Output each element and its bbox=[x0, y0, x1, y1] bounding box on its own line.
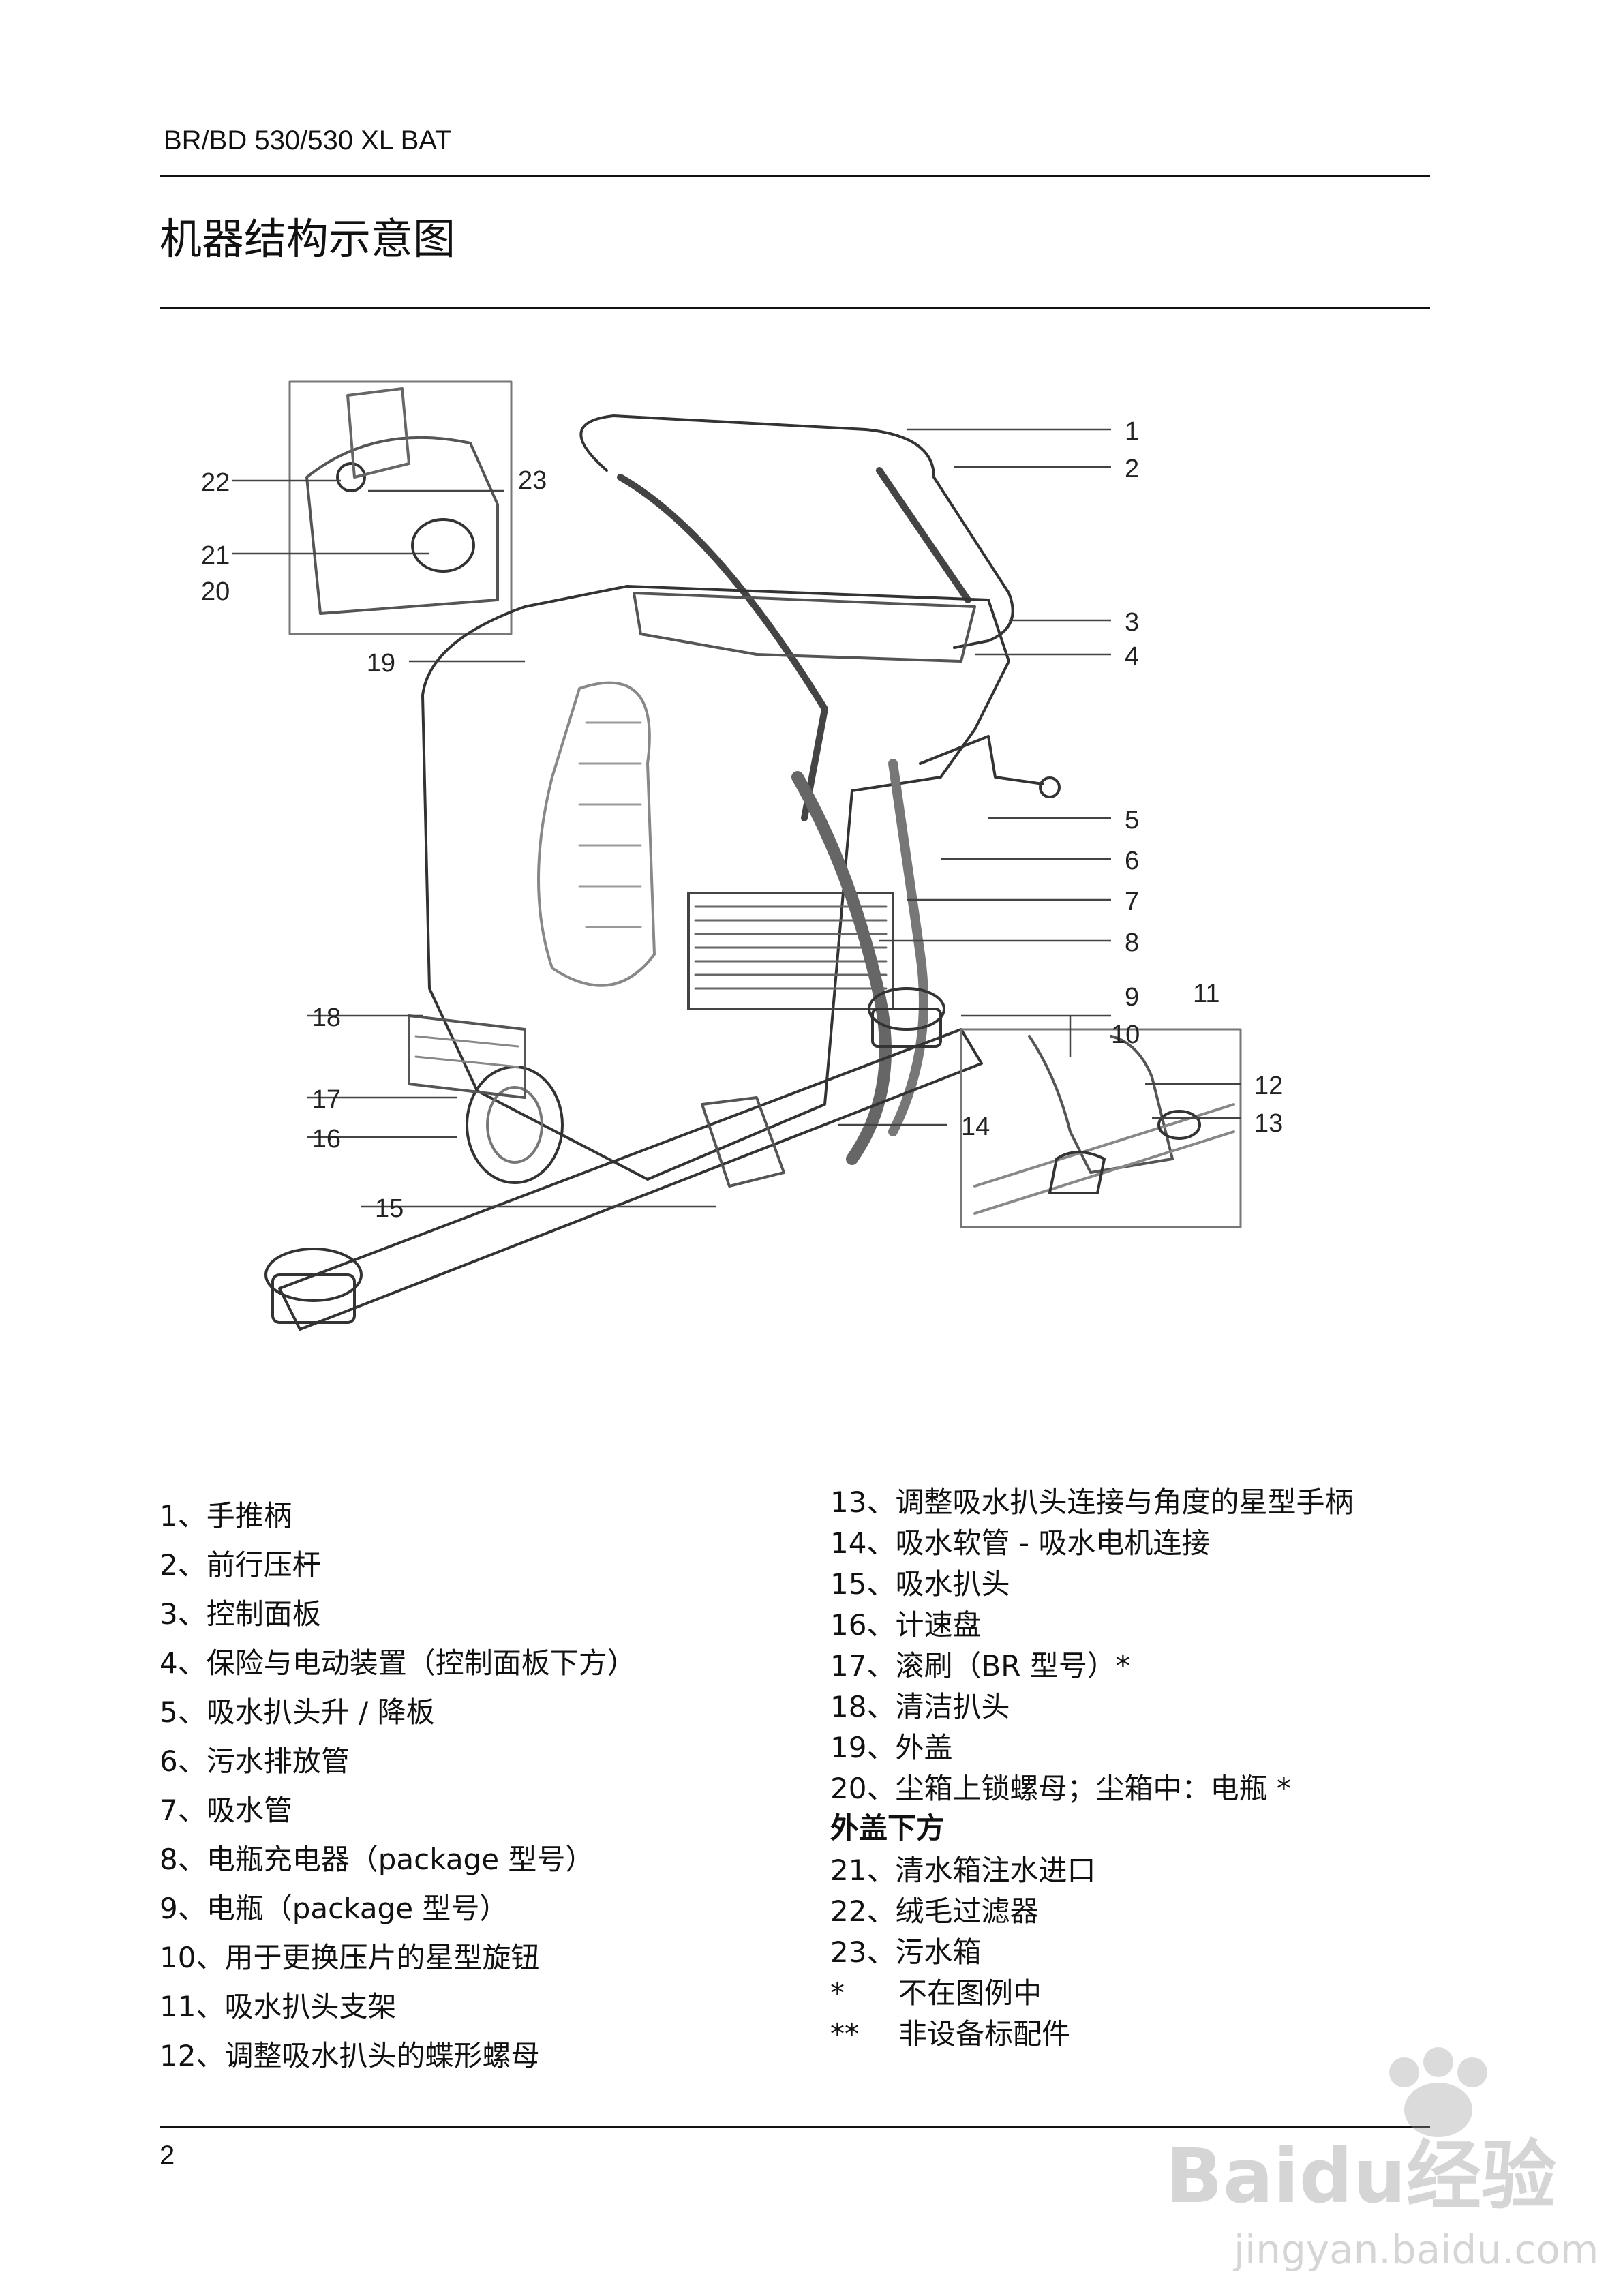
page-title: 机器结构示意图 bbox=[160, 214, 456, 264]
inset-squeegee-detail bbox=[960, 1028, 1242, 1228]
legend-item: 6、污水排放管 bbox=[160, 1744, 350, 1778]
fresh-water-inlet-part bbox=[411, 518, 475, 573]
callout-1: 1 bbox=[1125, 417, 1139, 446]
legend-item: 3、控制面板 bbox=[160, 1597, 321, 1631]
legend-item: 22、绒毛过滤器 bbox=[830, 1894, 1039, 1928]
legend-item: 15、吸水扒头 bbox=[830, 1567, 1010, 1601]
callout-8: 8 bbox=[1125, 928, 1139, 957]
legend-item: 18、清洁扒头 bbox=[830, 1690, 1010, 1723]
legend-item: 21、清水箱注水进口 bbox=[830, 1854, 1096, 1887]
callout-3: 3 bbox=[1125, 608, 1139, 637]
legend-right-column: 13、调整吸水扒头连接与角度的星型手柄 14、吸水软管 - 吸水电机连接 15、… bbox=[830, 1485, 1512, 2059]
header-model: BR/BD 530/530 XL BAT bbox=[164, 125, 452, 155]
legend-item: 11、吸水扒头支架 bbox=[160, 1990, 397, 2023]
page-number: 2 bbox=[160, 2141, 175, 2171]
callout-23: 23 bbox=[518, 466, 547, 495]
brush-head-part bbox=[408, 1014, 526, 1099]
legend-item: 20、尘箱上锁螺母；尘箱中：电瓶 * bbox=[830, 1772, 1291, 1805]
watermark-url: jingyan.baidu.com bbox=[1232, 2226, 1598, 2273]
legend-item: 13、调整吸水扒头连接与角度的星型手柄 bbox=[830, 1485, 1354, 1519]
callout-7: 7 bbox=[1125, 888, 1139, 916]
legend-item: 16、计速盘 bbox=[830, 1608, 982, 1642]
legend-item: 5、吸水扒头升 / 降板 bbox=[160, 1695, 435, 1729]
watermark-brand: Baidu经验 bbox=[1166, 2132, 1556, 2220]
callout-6: 6 bbox=[1125, 847, 1139, 875]
lift-crank-part bbox=[919, 735, 1044, 785]
callout-15: 15 bbox=[375, 1194, 404, 1223]
header-rule bbox=[160, 175, 1430, 177]
footer-rule bbox=[160, 2126, 1430, 2128]
callout-5: 5 bbox=[1125, 806, 1139, 834]
battery-charger-part bbox=[687, 892, 894, 1010]
legend-item: 17、滚刷（BR 型号）* bbox=[830, 1649, 1130, 1682]
callout-22: 22 bbox=[201, 468, 230, 497]
paw-icon bbox=[1389, 2047, 1487, 2137]
legend-item: 2、前行压杆 bbox=[160, 1548, 321, 1582]
squeegee-part bbox=[278, 1028, 983, 1331]
machine-structure-diagram: 1 2 3 4 5 6 7 8 9 10 11 12 13 14 15 16 1… bbox=[201, 380, 1283, 1331]
callout-13: 13 bbox=[1254, 1109, 1283, 1138]
inset-under-cover bbox=[288, 380, 513, 635]
machine-body-part bbox=[421, 585, 1010, 1181]
legend-left-column: 1、手推柄 2、前行压杆 3、控制面板 4、保险与电动装置（控制面板下方） 5、… bbox=[160, 1493, 841, 2072]
callout-9: 9 bbox=[1125, 983, 1139, 1012]
callout-21: 21 bbox=[201, 541, 230, 570]
callout-11: 11 bbox=[1193, 980, 1219, 1008]
callout-18: 18 bbox=[312, 1003, 341, 1032]
callout-20: 20 bbox=[201, 577, 230, 606]
legend-item: 12、调整吸水扒头的蝶形螺母 bbox=[160, 2039, 540, 2072]
callout-10: 10 bbox=[1111, 1021, 1140, 1049]
baidu-watermark: Baidu经验 jingyan.baidu.com bbox=[1166, 2047, 1598, 2273]
callout-4: 4 bbox=[1125, 642, 1139, 671]
legend-item: 9、电瓶（package 型号） bbox=[160, 1892, 509, 1925]
legend-item: 4、保险与电动装置（控制面板下方） bbox=[160, 1646, 636, 1680]
lint-filter-part bbox=[336, 462, 366, 492]
legend-item: 10、用于更换压片的星型旋钮 bbox=[160, 1941, 540, 1974]
legend-item: 19、外盖 bbox=[830, 1731, 953, 1764]
legend-subheading: 外盖下方 bbox=[830, 1811, 945, 1845]
title-rule bbox=[160, 307, 1430, 309]
legend-item: 1、手推柄 bbox=[160, 1499, 292, 1532]
callout-19: 19 bbox=[367, 649, 395, 678]
legend-note: *不在图例中 bbox=[830, 1976, 1042, 2010]
wheel-part bbox=[466, 1066, 564, 1184]
callout-17: 17 bbox=[312, 1085, 341, 1114]
legend-note: **非设备标配件 bbox=[830, 2017, 1071, 2051]
callout-14: 14 bbox=[961, 1113, 990, 1141]
callout-2: 2 bbox=[1125, 455, 1139, 483]
legend-item: 14、吸水软管 - 吸水电机连接 bbox=[830, 1526, 1211, 1560]
legend-item: 8、电瓶充电器（package 型号） bbox=[160, 1843, 594, 1876]
callout-12: 12 bbox=[1254, 1072, 1283, 1100]
push-handle-part bbox=[579, 414, 1014, 649]
suction-hose-part bbox=[791, 771, 892, 1165]
callout-16: 16 bbox=[312, 1125, 341, 1153]
legend-item: 23、污水箱 bbox=[830, 1935, 982, 1969]
legend-item: 7、吸水管 bbox=[160, 1794, 292, 1827]
